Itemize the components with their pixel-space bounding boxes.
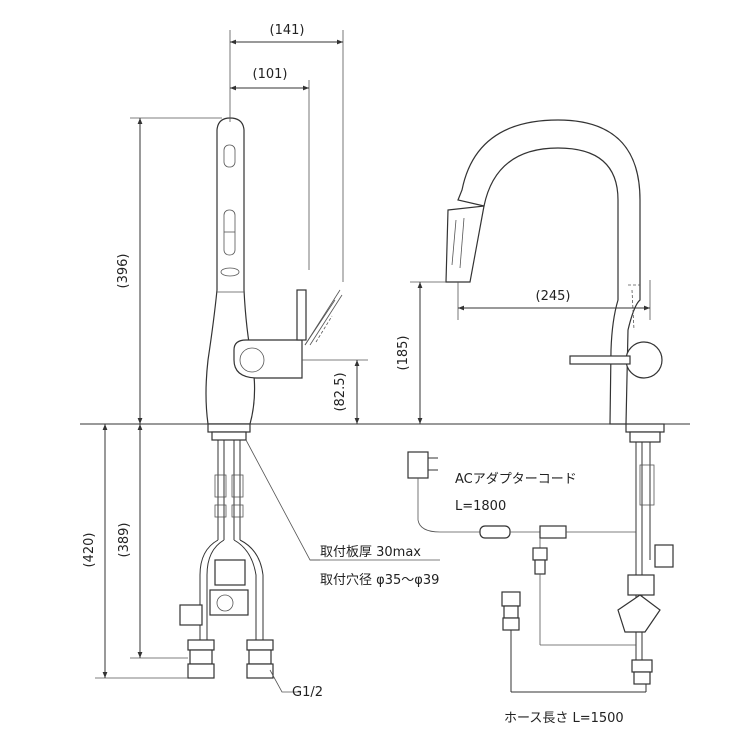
- dim-141: (141): [270, 23, 305, 38]
- note-mount-thickness: 取付板厚 30max: [320, 545, 421, 560]
- sensor-connector-icon: [532, 538, 548, 575]
- dim-82-5: (82.5): [333, 372, 348, 411]
- note-connection: G1/2: [292, 685, 323, 700]
- side-view-supply-assembly: [179, 423, 274, 679]
- note-adapter-cord: ACアダプターコード: [455, 472, 577, 487]
- note-adapter-length: L=1800: [455, 499, 506, 514]
- note-hose-length: ホース長さ L=1500: [504, 711, 624, 726]
- dim-101: (101): [253, 67, 288, 82]
- ac-adapter-icon: [407, 451, 636, 539]
- dim-245: (245): [536, 289, 571, 304]
- side-view-faucet: [205, 117, 343, 425]
- note-mount-hole: 取付穴径 φ35～φ39: [320, 573, 439, 588]
- dim-389: (389): [117, 523, 132, 558]
- hose-connector-icon: [501, 574, 647, 693]
- dim-396: (396): [116, 254, 131, 289]
- dim-185: (185): [396, 336, 411, 371]
- dim-420: (420): [82, 533, 97, 568]
- front-view-faucet: [445, 119, 663, 425]
- front-view-supply-assembly: [617, 423, 674, 685]
